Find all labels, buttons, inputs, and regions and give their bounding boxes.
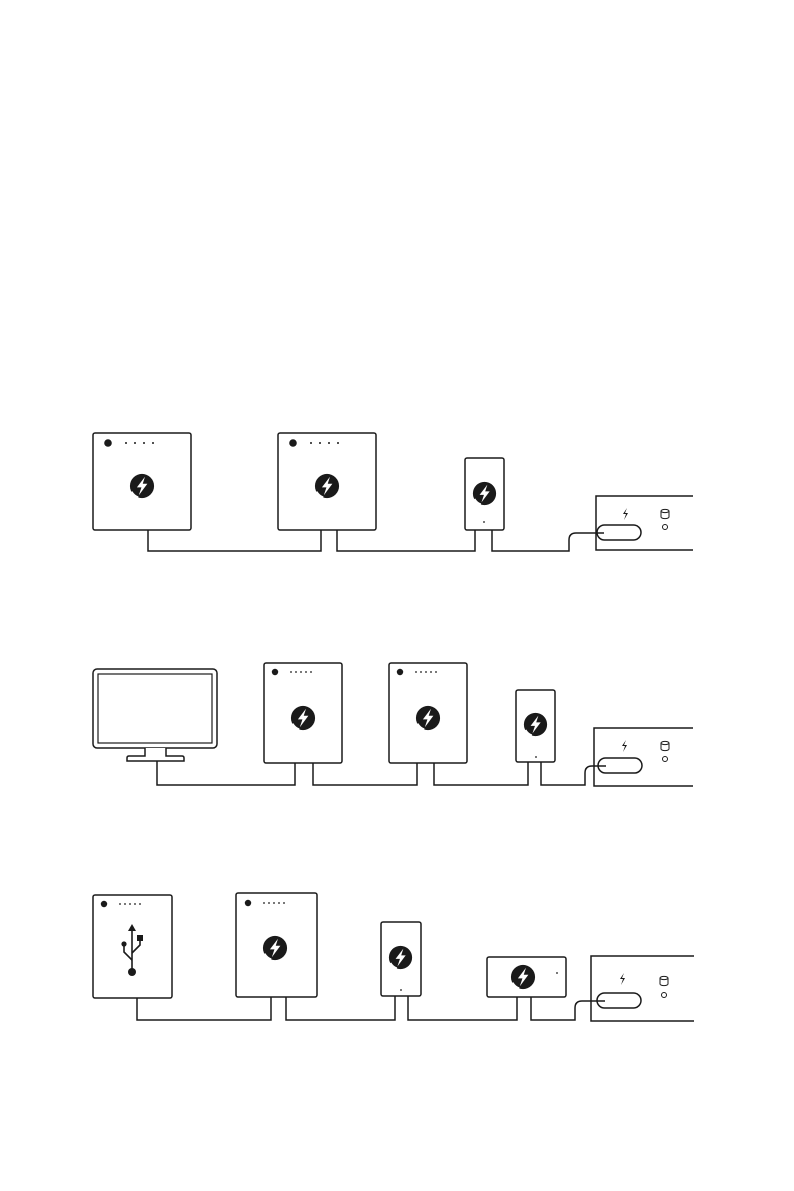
- thunderbolt-icon: [473, 482, 496, 505]
- computer-port-panel: [596, 496, 693, 550]
- cables: [137, 996, 605, 1020]
- power-led-icon: [397, 669, 403, 675]
- computer-port-panel: [594, 728, 693, 786]
- display-monitor: [93, 669, 217, 761]
- thunderbolt-drive-device: [465, 458, 504, 530]
- thunderbolt-dock-device: [487, 957, 566, 997]
- thunderbolt-drive-device: [516, 690, 555, 762]
- thunderbolt-icon: [511, 965, 535, 989]
- thunderbolt-icon: [389, 946, 412, 969]
- cables: [148, 530, 604, 551]
- thunderbolt-storage-device: [278, 433, 376, 530]
- chain-row-3: [93, 893, 694, 1021]
- status-dot-icon: [556, 972, 558, 974]
- usb-device: [93, 895, 172, 998]
- thunderbolt-storage-device: [264, 663, 342, 763]
- chain-row-1: [93, 433, 693, 551]
- chain-row-2: [93, 663, 693, 786]
- computer-port-panel: [591, 956, 694, 1021]
- thunderbolt-icon: [315, 474, 339, 498]
- thunderbolt-icon: [291, 706, 315, 730]
- thunderbolt-storage-device: [389, 663, 467, 763]
- thunderbolt-icon: [263, 936, 287, 960]
- power-led-icon: [101, 901, 107, 907]
- thunderbolt-drive-device: [381, 922, 421, 996]
- thunderbolt-storage-device: [93, 433, 191, 530]
- cables: [157, 761, 606, 785]
- thunderbolt-storage-device: [236, 893, 317, 997]
- thunderbolt-icon: [524, 713, 547, 736]
- status-dot-icon: [535, 756, 537, 758]
- status-dot-icon: [483, 521, 485, 523]
- power-led-icon: [104, 439, 112, 447]
- power-led-icon: [289, 439, 297, 447]
- thunderbolt-icon: [416, 706, 440, 730]
- power-led-icon: [272, 669, 278, 675]
- thunderbolt-icon: [130, 474, 154, 498]
- status-dot-icon: [400, 989, 402, 991]
- power-led-icon: [245, 900, 251, 906]
